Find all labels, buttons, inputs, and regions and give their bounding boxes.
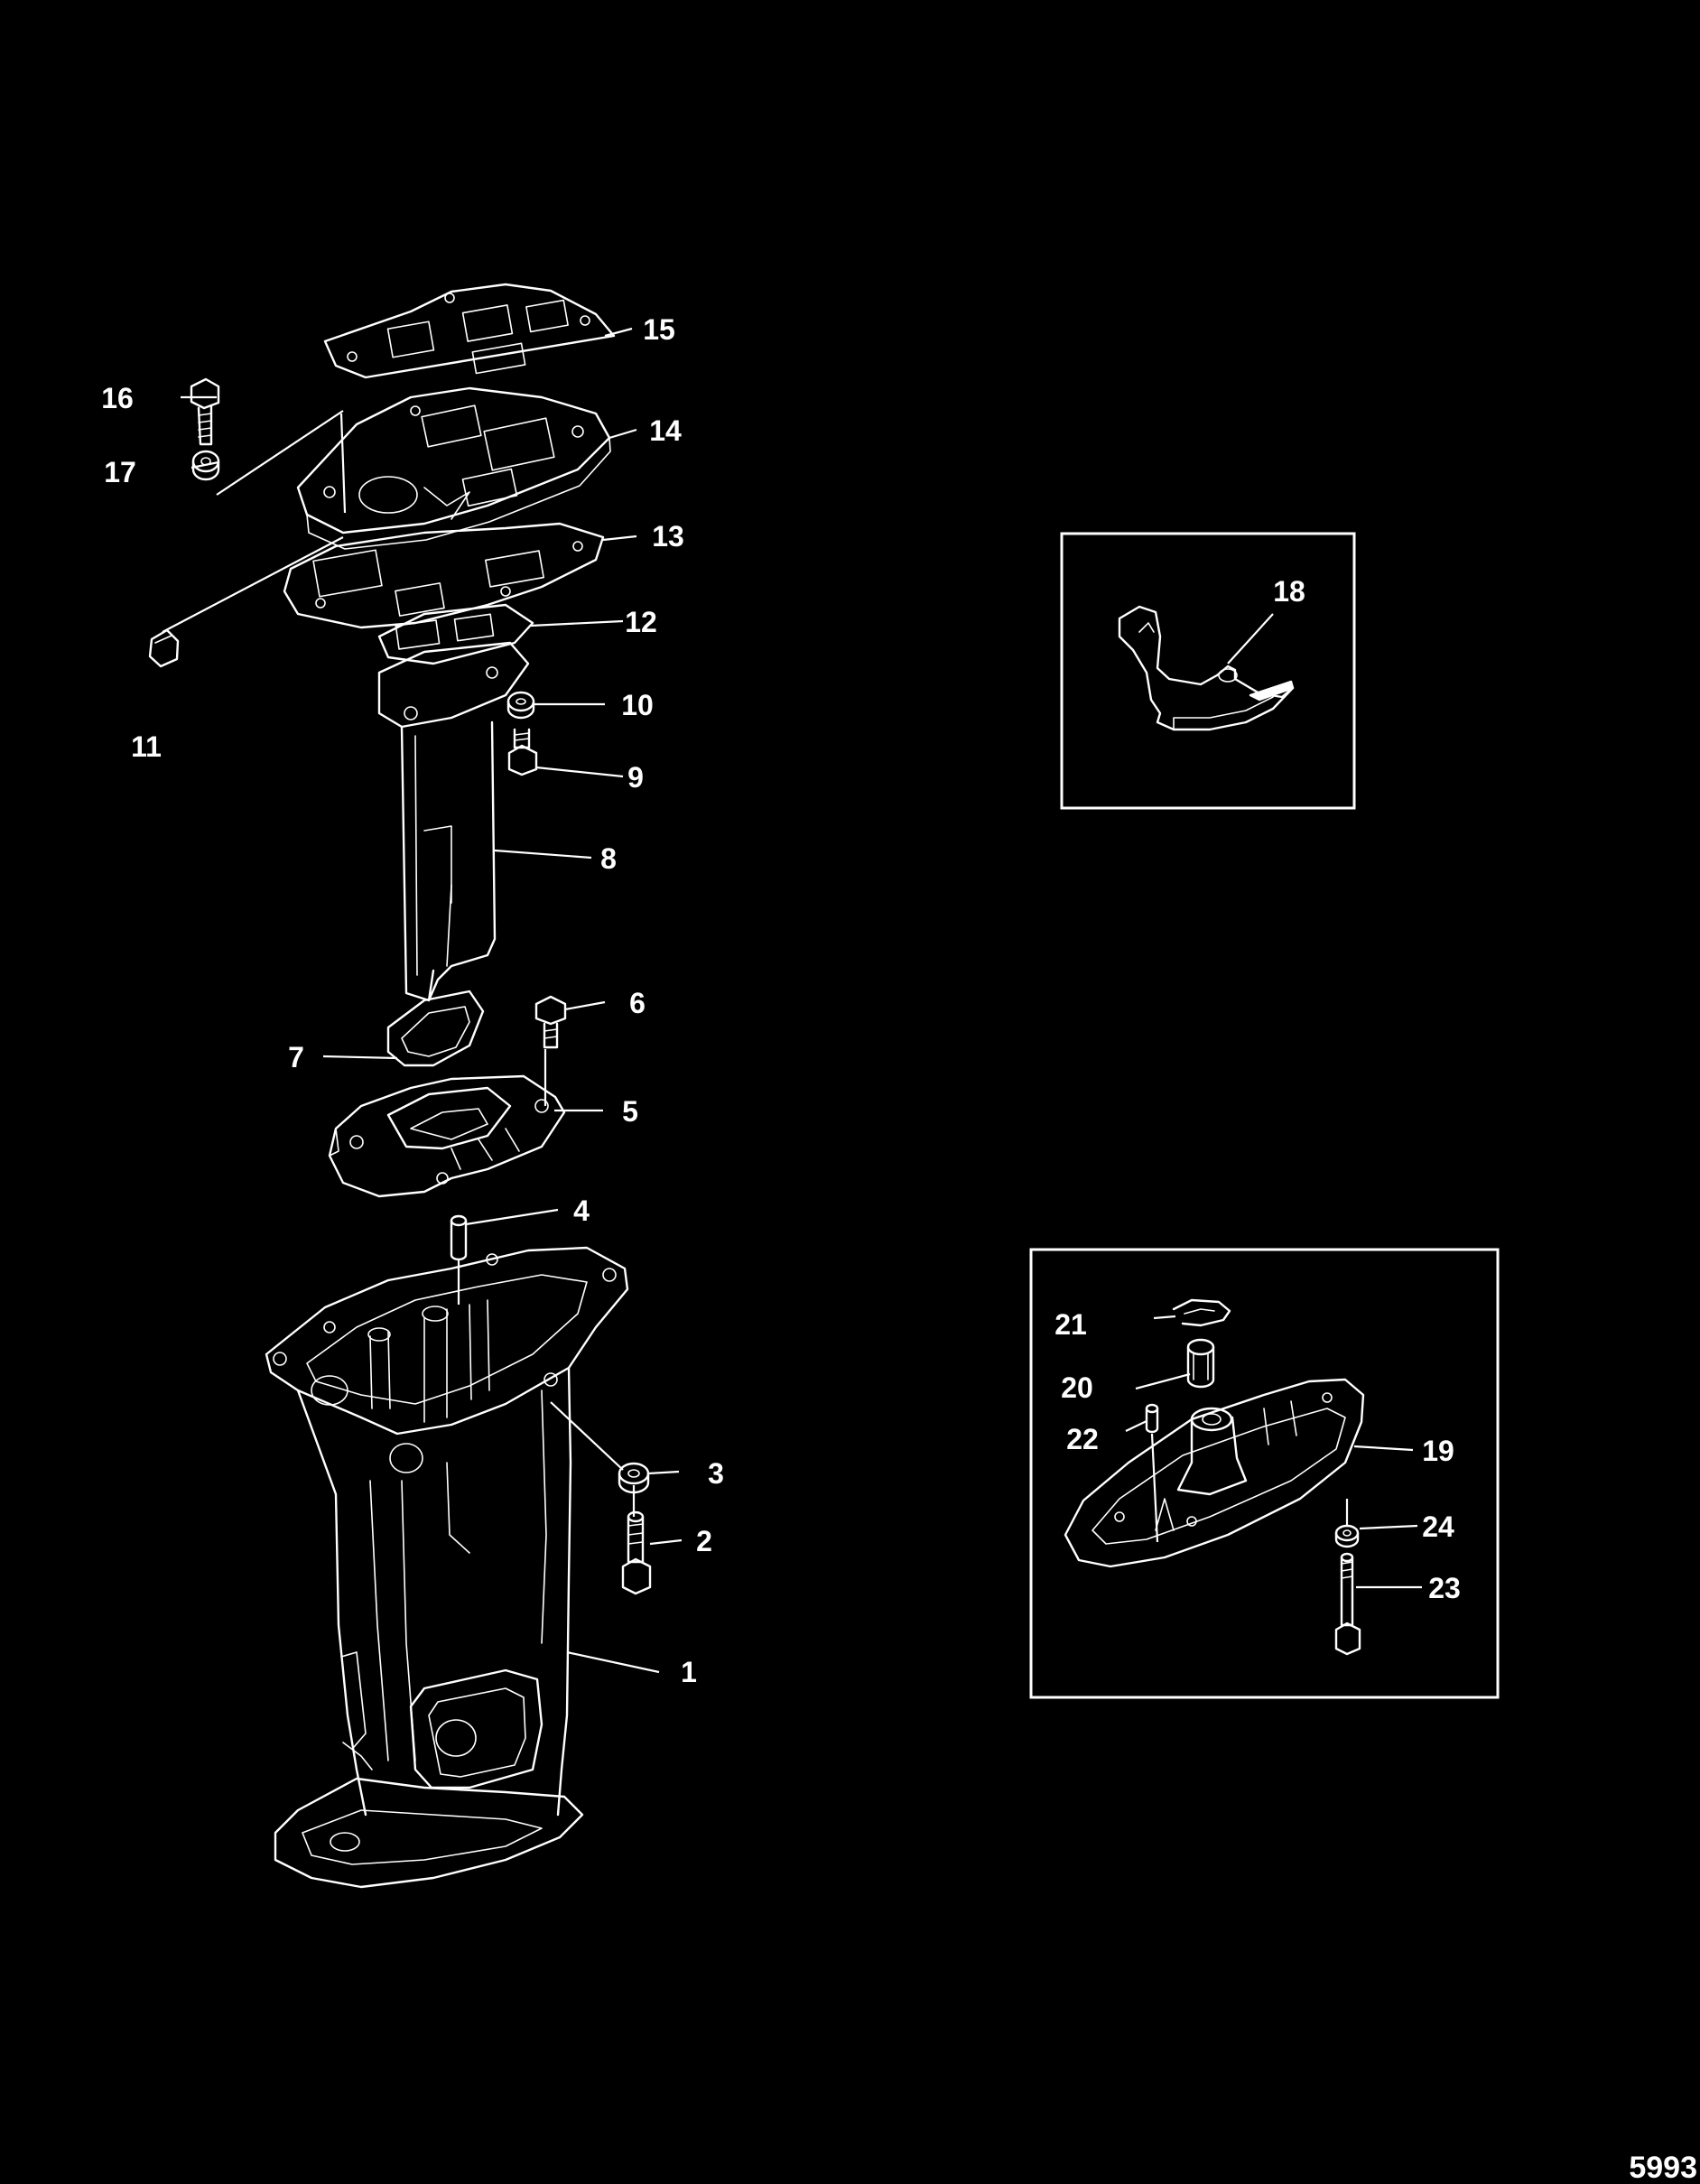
part-16-screw [190,377,220,446]
part-2-bolt [621,1510,652,1595]
callout-6-label: 6 [629,987,646,1019]
part-20-bushing [1186,1338,1215,1389]
callout-9-label: 9 [627,761,644,794]
part-12-gasket [377,603,534,665]
callout-12-label: 12 [625,606,657,638]
callout-15-label: 15 [643,313,675,346]
part-23-bolt [1334,1552,1361,1656]
callout-3-label: 3 [708,1457,724,1490]
callout-7-label: 7 [288,1041,304,1073]
callout-8-label: 8 [600,842,617,875]
part-5-exhaust-plate [328,1074,566,1198]
callout-19-label: 19 [1422,1435,1454,1467]
callout-18-label: 18 [1273,575,1305,608]
part-4-dowel-pin [450,1214,468,1261]
callout-labels: 1 2 3 4 5 6 7 8 9 10 11 12 13 14 15 16 1… [101,313,1461,1688]
callout-24-label: 24 [1422,1510,1454,1543]
callout-14-label: 14 [649,414,682,447]
part-10-washer [506,691,535,720]
callout-23-label: 23 [1428,1572,1461,1604]
part-7-exhaust-seal [386,990,485,1067]
callout-22-label: 22 [1066,1423,1099,1455]
callout-20-label: 20 [1061,1371,1093,1404]
callout-2-label: 2 [696,1525,712,1557]
part-1-driveshaft-housing [265,1246,629,1889]
part-13-gasket [283,522,605,629]
part-15-top-gasket [323,283,616,379]
part-22-pin [1145,1403,1159,1434]
part-8-exhaust-tube [377,641,530,1002]
callout-17-label: 17 [104,456,136,488]
callout-5-label: 5 [622,1095,638,1128]
part-19-plate [1064,1378,1365,1568]
part-6-screw [534,995,567,1049]
inset-frame-parts-19-24 [1029,1248,1500,1699]
callout-4-label: 4 [573,1194,590,1227]
part-11-plug [148,628,180,668]
figure-number: 5993 [1629,2151,1697,2184]
callout-16-label: 16 [101,382,134,414]
callout-1-label: 1 [681,1656,697,1688]
callout-11-label: 11 [131,730,162,763]
callout-13-label: 13 [652,520,684,553]
leader-lines [162,327,1422,1674]
part-18-clip [1118,605,1295,731]
inset-frame-part-18 [1060,532,1356,810]
part-9-screw [507,728,538,776]
part-24-washer [1334,1524,1360,1548]
callout-10-label: 10 [621,689,654,721]
part-21-snap-ring [1172,1298,1231,1327]
callout-21-label: 21 [1054,1308,1087,1341]
